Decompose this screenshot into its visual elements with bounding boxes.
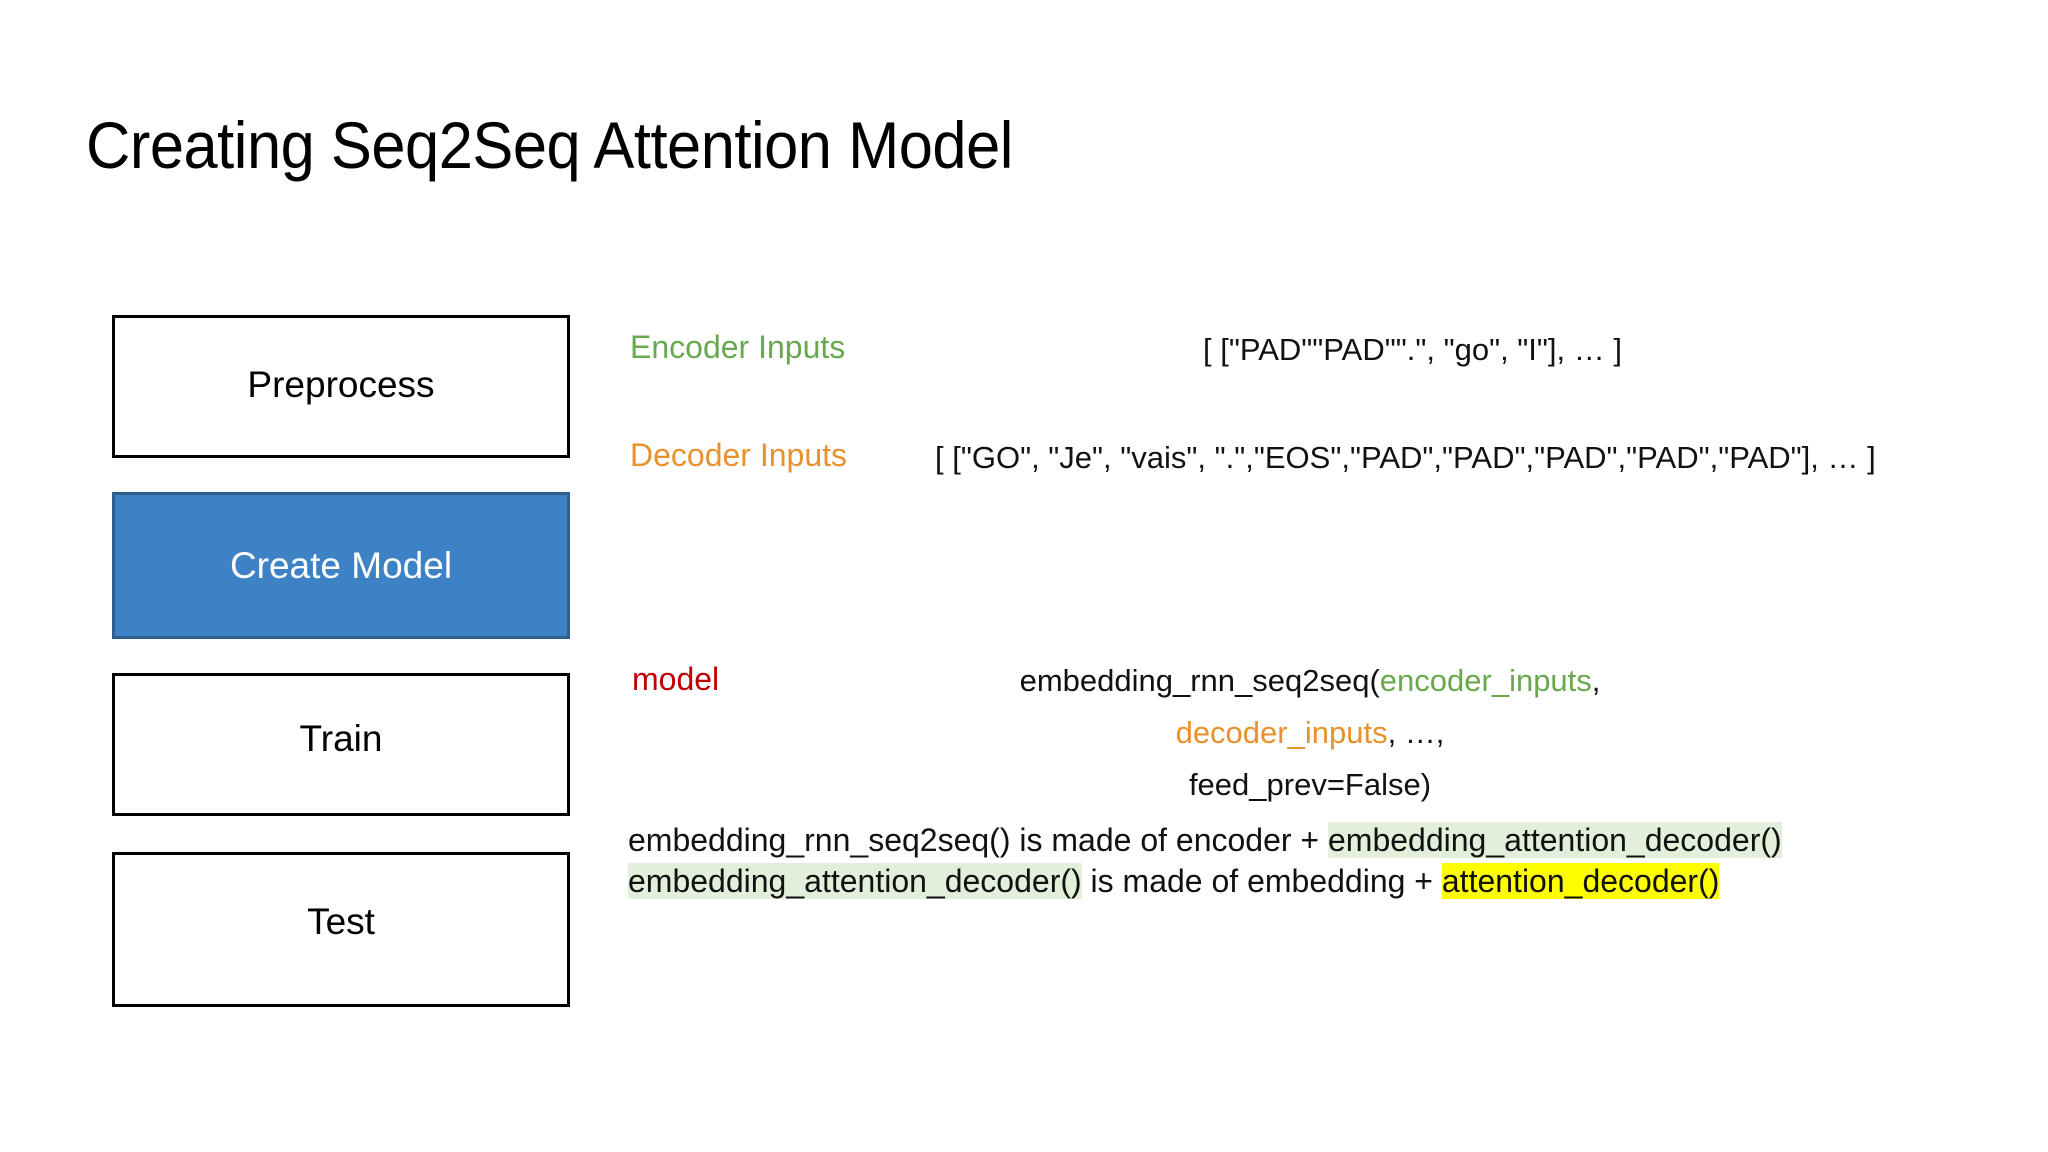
note-line-2-highlight-2: attention_decoder() (1441, 863, 1720, 899)
decoder-inputs-label: Decoder Inputs (630, 437, 848, 473)
encoder-inputs-value: [ ["PAD""PAD"".", "go", "I"], … ] (1203, 332, 1622, 367)
model-call-prefix: embedding_rnn_seq2seq( (1019, 663, 1380, 698)
note-line-1-prefix: embedding_rnn_seq2seq() is made of encod… (628, 822, 1328, 858)
note-line-2: embedding_attention_decoder() is made of… (628, 861, 1782, 902)
model-call-expression: embedding_rnn_seq2seq(encoder_inputs, de… (960, 655, 1660, 811)
flow-step-create-model[interactable]: Create Model (112, 492, 570, 639)
flow-step-label: Train (299, 717, 383, 759)
model-arg-ellipsis: , …, (1387, 715, 1445, 750)
flow-step-label: Create Model (229, 544, 453, 586)
note-line-1-highlight: embedding_attention_decoder() (1328, 822, 1782, 858)
flow-step-train[interactable]: Train (112, 673, 570, 816)
page-title: Creating Seq2Seq Attention Model (86, 108, 1013, 182)
note-line-2-highlight: embedding_attention_decoder() (628, 863, 1082, 899)
model-arg-encoder-inputs: encoder_inputs (1379, 663, 1592, 698)
model-label: model (632, 661, 720, 697)
flow-step-test[interactable]: Test (112, 852, 570, 1007)
model-call-suffix: feed_prev=False) (1188, 767, 1432, 802)
composition-notes: embedding_rnn_seq2seq() is made of encod… (628, 820, 1782, 902)
decoder-inputs-value: [ ["GO", "Je", "vais", ".","EOS","PAD","… (935, 440, 1876, 475)
flow-step-label: Preprocess (247, 363, 435, 405)
note-line-1: embedding_rnn_seq2seq() is made of encod… (628, 820, 1782, 861)
model-arg-separator: , (1591, 663, 1601, 698)
flow-step-label: Test (307, 900, 375, 942)
note-line-2-middle: is made of embedding + (1081, 863, 1442, 899)
model-arg-decoder-inputs: decoder_inputs (1175, 715, 1388, 750)
encoder-inputs-label: Encoder Inputs (630, 329, 846, 365)
flow-step-preprocess[interactable]: Preprocess (112, 315, 570, 458)
